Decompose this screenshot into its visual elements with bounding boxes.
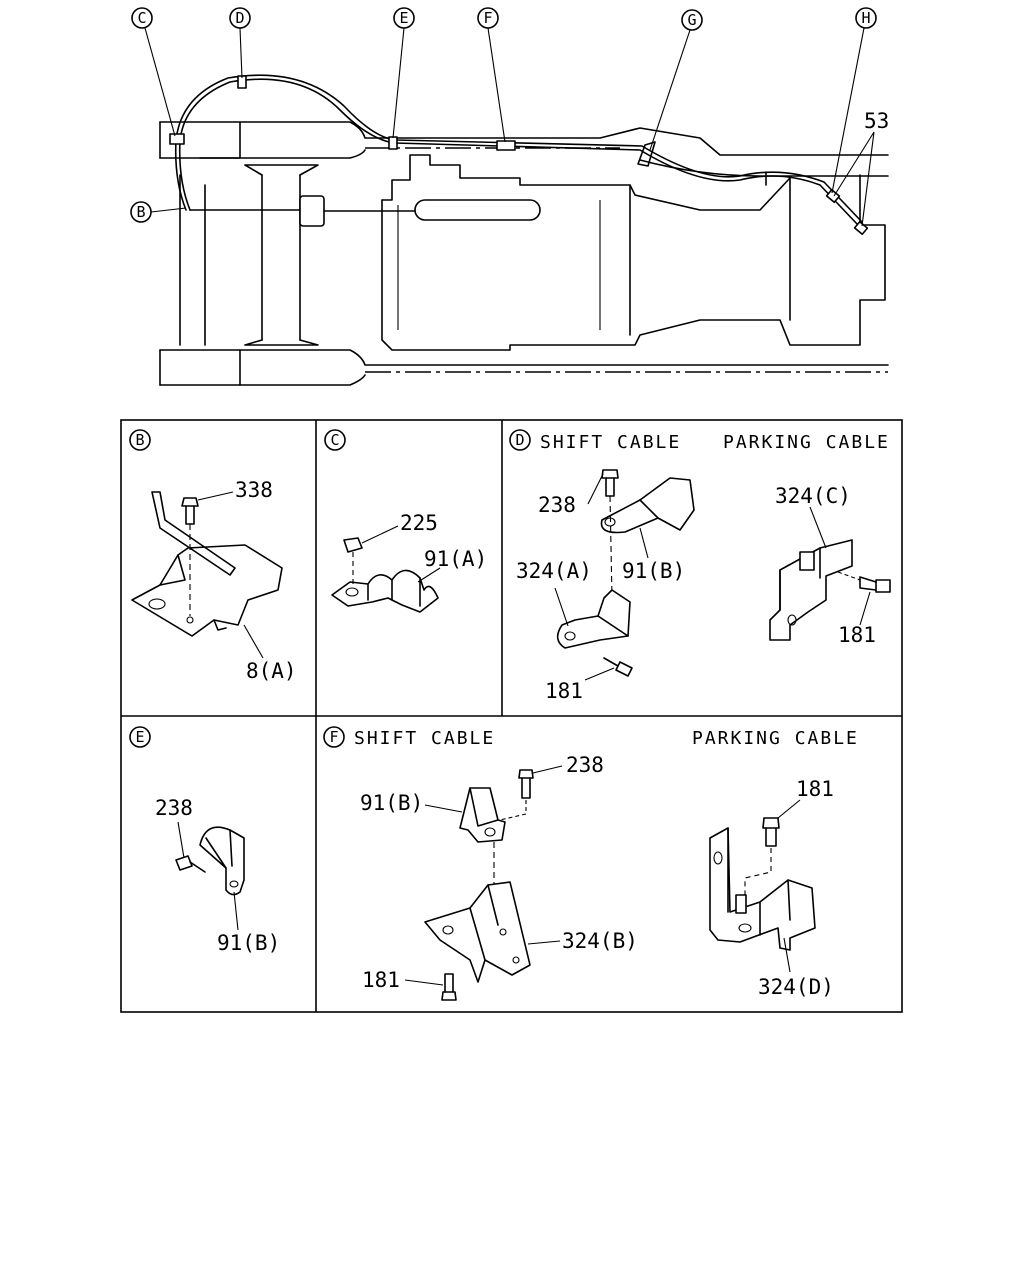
panel-d: D SHIFT CABLE PARKING CABLE 238 91(B) 32… (509, 429, 891, 703)
part-label-53: 53 (833, 109, 889, 227)
callout-g: G (649, 9, 703, 151)
callout-e: E (392, 7, 415, 139)
svg-text:H: H (861, 9, 870, 27)
svg-text:8(A): 8(A) (246, 659, 297, 683)
callout-f: F (477, 7, 506, 143)
panel-f: F SHIFT CABLE PARKING CABLE 238 91(B) 32… (323, 726, 859, 1001)
svg-text:C: C (330, 431, 339, 449)
callout-b: B (130, 201, 187, 223)
svg-text:B: B (135, 431, 144, 449)
svg-text:91(B): 91(B) (622, 559, 685, 583)
svg-text:91(A): 91(A) (424, 547, 487, 571)
panel-e: E 238 91(B) (129, 726, 280, 955)
overview-callouts: C D E F G H B (130, 7, 889, 227)
svg-text:324(D): 324(D) (758, 975, 834, 999)
svg-text:181: 181 (362, 968, 400, 992)
svg-text:PARKING CABLE: PARKING CABLE (723, 432, 890, 453)
callout-c: C (131, 7, 176, 137)
svg-text:324(B): 324(B) (562, 929, 638, 953)
svg-text:G: G (687, 11, 696, 29)
svg-text:SHIFT CABLE: SHIFT CABLE (540, 432, 681, 453)
svg-text:PARKING CABLE: PARKING CABLE (692, 728, 859, 749)
cable-route (169, 74, 869, 236)
svg-text:E: E (399, 9, 408, 27)
svg-text:324(C): 324(C) (775, 484, 851, 508)
svg-text:238: 238 (566, 753, 604, 777)
svg-text:E: E (135, 728, 144, 746)
svg-text:D: D (235, 9, 244, 27)
detail-grid (120, 419, 903, 1013)
svg-text:324(A): 324(A) (516, 559, 592, 583)
svg-text:238: 238 (538, 493, 576, 517)
svg-text:181: 181 (838, 623, 876, 647)
svg-text:338: 338 (235, 478, 273, 502)
svg-text:53: 53 (864, 109, 889, 133)
svg-text:D: D (515, 431, 524, 449)
svg-text:SHIFT CABLE: SHIFT CABLE (354, 728, 495, 749)
callout-h: H (831, 7, 877, 194)
svg-text:225: 225 (400, 511, 438, 535)
panel-b: B 338 8(A) (129, 429, 297, 683)
chassis-overview (159, 121, 889, 386)
svg-text:91(B): 91(B) (217, 931, 280, 955)
callout-d: D (229, 7, 251, 79)
panel-c: C 225 91(A) (324, 429, 487, 613)
svg-text:238: 238 (155, 796, 193, 820)
svg-text:F: F (329, 728, 338, 746)
svg-text:F: F (483, 9, 492, 27)
svg-text:91(B): 91(B) (360, 791, 423, 815)
svg-text:181: 181 (796, 777, 834, 801)
svg-text:C: C (137, 9, 146, 27)
svg-text:181: 181 (545, 679, 583, 703)
svg-text:B: B (136, 203, 145, 221)
